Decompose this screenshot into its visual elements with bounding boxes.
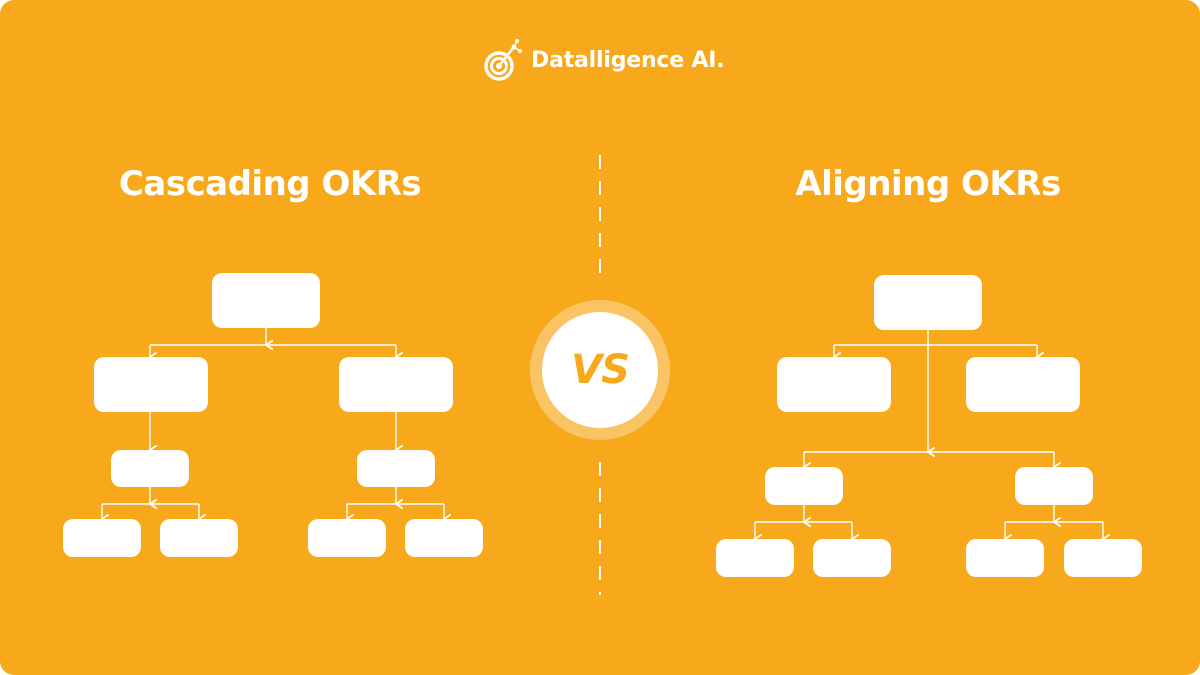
tree-node-leaf <box>405 519 483 557</box>
tree-node-root <box>874 275 982 330</box>
vs-badge: VS <box>542 312 658 428</box>
tree-node-leaf <box>308 519 386 557</box>
tree-node-level3 <box>357 450 435 487</box>
tree-node-level3 <box>1015 467 1093 505</box>
vs-label: VS <box>571 347 630 393</box>
cascading-tree <box>63 273 483 557</box>
aligning-tree <box>716 275 1142 577</box>
brand-name: Datalligence AI. <box>531 47 725 73</box>
tree-node-level3 <box>111 450 189 487</box>
tree-node-leaf <box>966 539 1044 577</box>
tree-node-level3 <box>765 467 843 505</box>
tree-node-leaf <box>813 539 891 577</box>
tree-node-leaf <box>1064 539 1142 577</box>
tree-node-root <box>212 273 320 328</box>
target-icon <box>484 39 522 81</box>
tree-node-leaf <box>160 519 238 557</box>
aligning-heading: Aligning OKRs <box>795 164 1061 204</box>
tree-node-level2 <box>339 357 453 412</box>
cascading-heading: Cascading OKRs <box>118 164 422 204</box>
brand-logo: Datalligence AI. <box>483 30 725 90</box>
tree-node-level2 <box>94 357 208 412</box>
tree-node-leaf <box>63 519 141 557</box>
tree-node-level2 <box>966 357 1080 412</box>
tree-node-leaf <box>716 539 794 577</box>
tree-node-level2 <box>777 357 891 412</box>
